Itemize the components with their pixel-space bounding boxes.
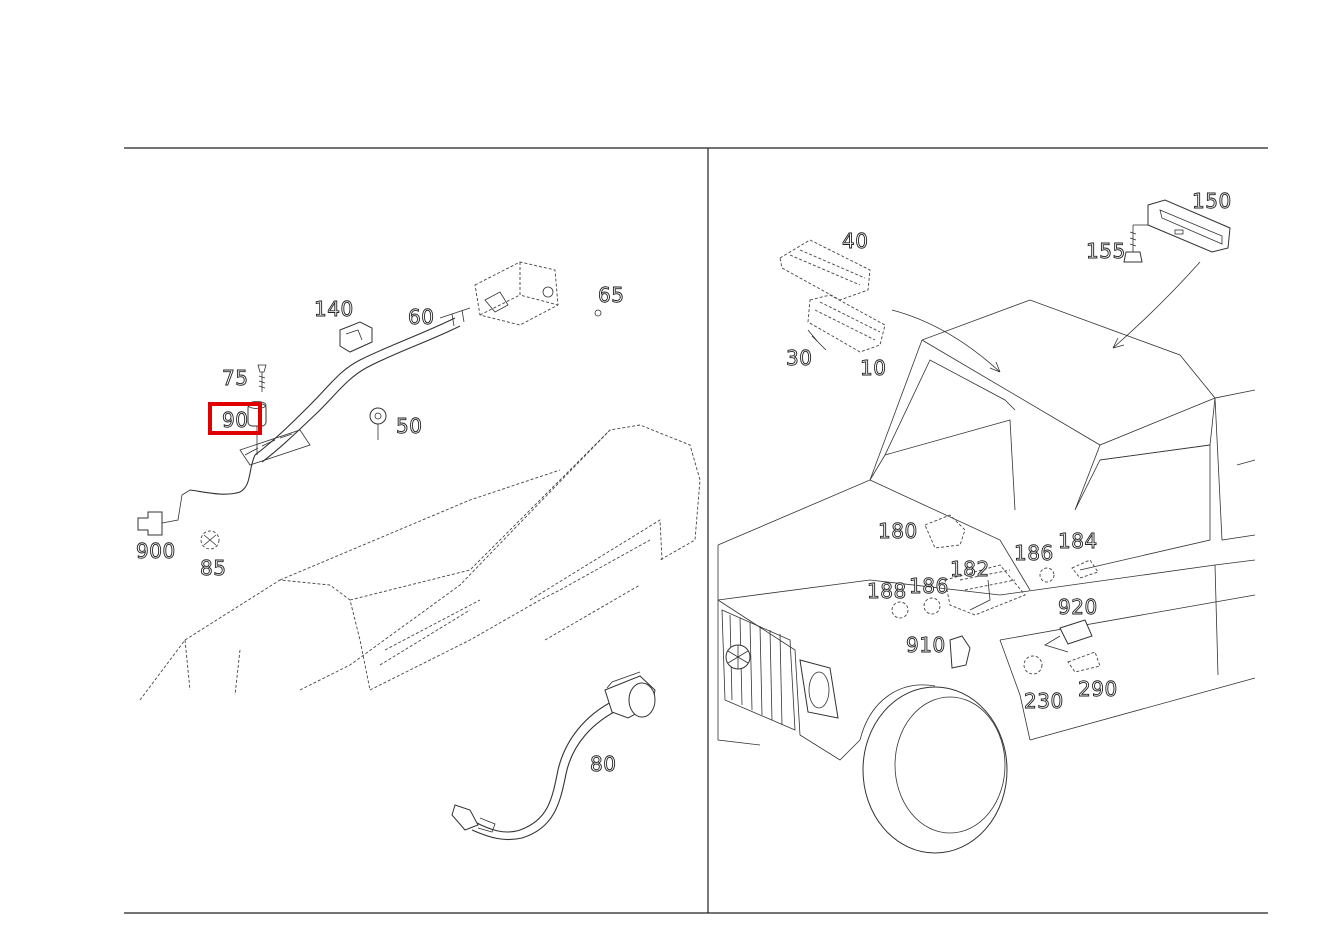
callout-910[interactable]: 910 bbox=[906, 633, 946, 658]
callout-184[interactable]: 184 bbox=[1058, 529, 1098, 554]
callout-85[interactable]: 85 bbox=[200, 556, 227, 581]
module-65 bbox=[474, 261, 602, 326]
callout-180[interactable]: 180 bbox=[878, 519, 918, 544]
callout-75[interactable]: 75 bbox=[222, 366, 249, 391]
highlight-box bbox=[208, 402, 262, 435]
callout-155[interactable]: 155 bbox=[1086, 239, 1126, 264]
connector-90 bbox=[247, 401, 267, 455]
callout-140[interactable]: 140 bbox=[314, 297, 354, 322]
vehicle-outline bbox=[717, 299, 1256, 854]
arrow-left bbox=[891, 309, 1001, 373]
arrow-right bbox=[1112, 261, 1201, 349]
callout-920[interactable]: 920 bbox=[1058, 595, 1098, 620]
callout-150[interactable]: 150 bbox=[1192, 189, 1232, 214]
dashboard-outline bbox=[139, 424, 701, 701]
callout-60[interactable]: 60 bbox=[408, 305, 435, 330]
callout-40[interactable]: 40 bbox=[842, 229, 869, 254]
callout-900[interactable]: 900 bbox=[136, 539, 176, 564]
callout-188[interactable]: 188 bbox=[867, 579, 907, 604]
callout-182[interactable]: 182 bbox=[950, 557, 990, 582]
lamp-40 bbox=[779, 239, 871, 301]
washer-85 bbox=[200, 530, 220, 550]
callout-80[interactable]: 80 bbox=[590, 752, 617, 777]
callout-90[interactable]: 90 bbox=[222, 408, 249, 433]
clip-140 bbox=[339, 321, 373, 353]
callout-186-lower[interactable]: 186 bbox=[909, 574, 949, 599]
cable-harness-60 bbox=[189, 307, 471, 495]
nut-50 bbox=[369, 407, 387, 440]
callout-30[interactable]: 30 bbox=[786, 346, 813, 371]
callout-65[interactable]: 65 bbox=[598, 283, 625, 308]
callout-10[interactable]: 10 bbox=[860, 356, 887, 381]
sensor-80 bbox=[451, 671, 656, 841]
lamp-assembly-10 bbox=[807, 294, 886, 353]
engine-bay-parts bbox=[891, 514, 1101, 675]
screw-155 bbox=[1123, 224, 1148, 263]
callout-230[interactable]: 230 bbox=[1024, 689, 1064, 714]
callout-290[interactable]: 290 bbox=[1078, 677, 1118, 702]
plug-900 bbox=[137, 489, 191, 536]
right-panel: 40 30 10 150 155 180 186 184 188 186 182… bbox=[717, 189, 1256, 854]
callout-186-upper[interactable]: 186 bbox=[1014, 541, 1054, 566]
screw-75 bbox=[257, 364, 267, 392]
callout-50[interactable]: 50 bbox=[396, 414, 423, 439]
left-panel: 140 60 65 75 90 50 900 85 80 bbox=[136, 261, 701, 841]
